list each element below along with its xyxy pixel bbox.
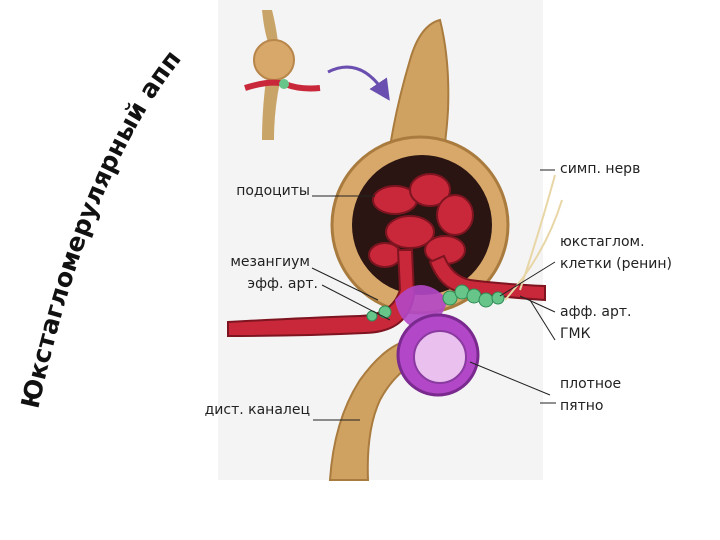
leader-lines (311, 169, 556, 421)
label-dist-canal: дист. каналец (204, 402, 310, 418)
label-jg-cells-2: клетки (ренин) (560, 256, 673, 272)
proximal-tubule (386, 18, 450, 172)
glomerular-tuft (368, 173, 474, 268)
label-aff-art-2: ГМК (560, 326, 591, 342)
thumbnail-glomerulus (244, 10, 321, 140)
page-title: Юкстагломерулярный аппарат (0, 0, 187, 411)
label-jg-cells-1: юкстаглом. (560, 234, 645, 250)
label-aff-art-1: афф. арт. (560, 304, 632, 320)
label-symp-nerve: симп. нерв (560, 161, 641, 177)
title-arc: Юкстагломерулярный аппарат (0, 0, 187, 411)
label-macula-2: пятно (560, 398, 604, 414)
sympathetic-nerve-2 (504, 199, 563, 301)
efferent-arteriole (227, 249, 416, 338)
label-eff-art: эфф. арт. (247, 276, 318, 292)
label-mesangium: мезангиум (230, 254, 310, 270)
zoom-arrow (327, 65, 390, 101)
label-macula-1: плотное (560, 376, 622, 392)
macula-lumen (413, 330, 467, 384)
label-podocytes: подоциты (236, 183, 310, 199)
